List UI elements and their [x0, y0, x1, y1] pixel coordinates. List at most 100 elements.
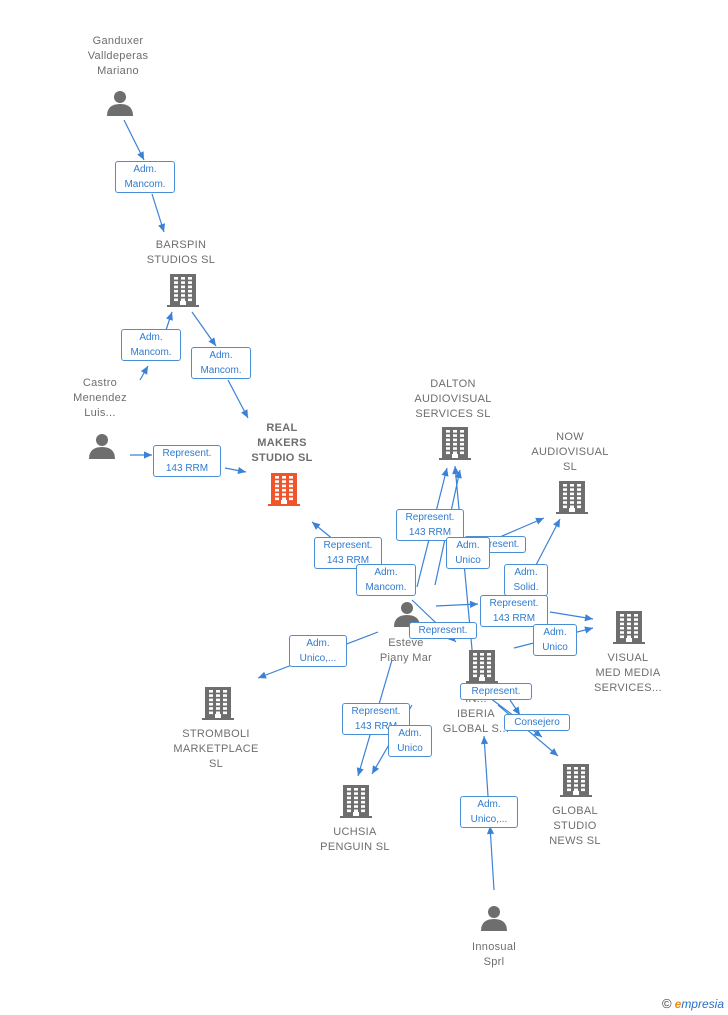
relation-label-line: 143 RRM: [408, 527, 452, 538]
building-icon[interactable]: [268, 473, 300, 506]
node-label-line: GLOBAL: [552, 805, 598, 817]
relation-label-line: Unico: [455, 555, 481, 566]
relation-label[interactable]: Adm.Mancom.: [121, 329, 181, 361]
person-icon[interactable]: [107, 91, 133, 116]
relation-label[interactable]: Represent. 143 RRM: [314, 537, 382, 569]
edge-arrowhead: [486, 826, 495, 835]
edge-line: [535, 518, 561, 566]
relation-label[interactable]: Represent.: [460, 683, 532, 700]
building-icon[interactable]: [439, 427, 471, 460]
node-label-line: MAKERS: [257, 437, 307, 449]
node-label-line: Castro: [82, 377, 118, 389]
relation-label-line: Mancom.: [124, 179, 166, 190]
relation-label-line: Adm.: [477, 799, 501, 810]
node-label-line: Piany Mar: [379, 652, 433, 664]
building-icon[interactable]: [556, 481, 588, 514]
edge-arrowhead: [441, 468, 449, 477]
edge-arrowhead: [584, 626, 593, 634]
node-label-line: STUDIO SL: [251, 452, 313, 464]
node-label-line: Valldeperas: [87, 50, 149, 62]
relation-label[interactable]: Adm.Mancom.: [115, 161, 175, 193]
relation-label[interactable]: Adm.Unico: [533, 624, 577, 656]
edge-arrowhead: [469, 600, 478, 608]
relation-label-line: Unico: [397, 743, 423, 754]
relation-label-line: Unico: [542, 642, 568, 653]
relation-label[interactable]: Adm.Mancom.: [356, 564, 416, 596]
node-label-line: STUDIOS SL: [146, 254, 216, 266]
relation-label-line: Mancom.: [130, 347, 172, 358]
edge-arrowhead: [480, 736, 489, 745]
node-label-line: Esteve: [388, 637, 424, 649]
relation-label-line: Adm.: [398, 728, 422, 739]
relation-label[interactable]: Adm.Unico,...: [289, 635, 347, 667]
brand-name: mpresia: [681, 997, 724, 1011]
edge-arrowhead: [158, 223, 166, 232]
relation-label-line: Represent.: [418, 625, 468, 636]
edge-arrowhead: [372, 765, 380, 774]
node-label-line: SERVICES...: [594, 682, 662, 694]
relation-label[interactable]: Adm. Unico: [388, 725, 432, 757]
node-label-line: AUDIOVISUAL: [414, 393, 492, 405]
node-label-line: Mariano: [97, 65, 139, 77]
relation-label[interactable]: Represent. 143 RRM: [480, 595, 548, 627]
relation-label[interactable]: Adm. Mancom.: [191, 347, 251, 379]
relation-label[interactable]: Represent.143 RRM: [153, 445, 221, 477]
edge-arrowhead: [512, 706, 520, 715]
relation-label-line: Represent.: [489, 598, 539, 609]
person-icon[interactable]: [481, 906, 507, 931]
relation-label[interactable]: Adm. Unico,...: [460, 796, 518, 828]
edge-arrowhead: [237, 466, 246, 475]
relation-label-line: Adm.: [306, 638, 330, 649]
building-icon[interactable]: [167, 274, 199, 307]
relation-label-line: 143 RRM: [326, 555, 370, 566]
building-icon[interactable]: [340, 785, 372, 818]
node-label-barspin[interactable]: BARSPIN STUDIOS SL: [147, 238, 215, 268]
relation-label[interactable]: Adm.Solid.: [504, 564, 548, 596]
edge-line: [483, 735, 489, 797]
edge-arrowhead: [258, 671, 267, 679]
node-label-line: DALTON: [430, 378, 476, 390]
relation-label-line: Represent.: [405, 512, 455, 523]
relation-label-line: 143 RRM: [492, 613, 536, 624]
node-label-line: Luis...: [84, 407, 116, 419]
brand-footer[interactable]: ©empresia: [662, 996, 724, 1011]
node-label-line: MED MEDIA: [595, 667, 661, 679]
node-label-dalton[interactable]: DALTON AUDIOVISUAL SERVICES SL: [414, 377, 491, 422]
node-label-line: GLOBAL S...: [442, 723, 510, 735]
person-icon[interactable]: [89, 434, 115, 459]
building-icon[interactable]: [613, 611, 645, 644]
relation-label[interactable]: Consejero: [504, 714, 570, 731]
relation-label[interactable]: Represent.: [409, 622, 477, 639]
edge-arrowhead: [208, 337, 216, 346]
edge-arrowhead: [356, 767, 364, 776]
relation-label-line: Adm.: [209, 350, 233, 361]
building-icon[interactable]: [202, 687, 234, 720]
relation-label-line: Unico,...: [470, 814, 508, 825]
node-label-line: BARSPIN: [155, 239, 207, 251]
building-icon[interactable]: [560, 764, 592, 797]
relation-label[interactable]: Represent. 143 RRM: [396, 509, 464, 541]
node-label-line: NOW: [556, 431, 584, 443]
relation-label[interactable]: Adm.Unico: [446, 537, 490, 569]
edge-arrowhead: [584, 614, 593, 622]
node-label-line: SERVICES SL: [415, 408, 491, 420]
relation-label-line: Represent.: [323, 540, 373, 551]
node-label-line: SL: [562, 461, 578, 473]
relation-label-line: Mancom.: [200, 365, 242, 376]
relation-label-line: Represent.: [470, 539, 520, 550]
node-label-line: Sprl: [483, 956, 505, 968]
node-label-line: STROMBOLI: [182, 728, 250, 740]
building-icon[interactable]: [466, 650, 498, 683]
edge-arrowhead: [137, 151, 144, 160]
node-label-line: PENGUIN SL: [320, 841, 390, 853]
